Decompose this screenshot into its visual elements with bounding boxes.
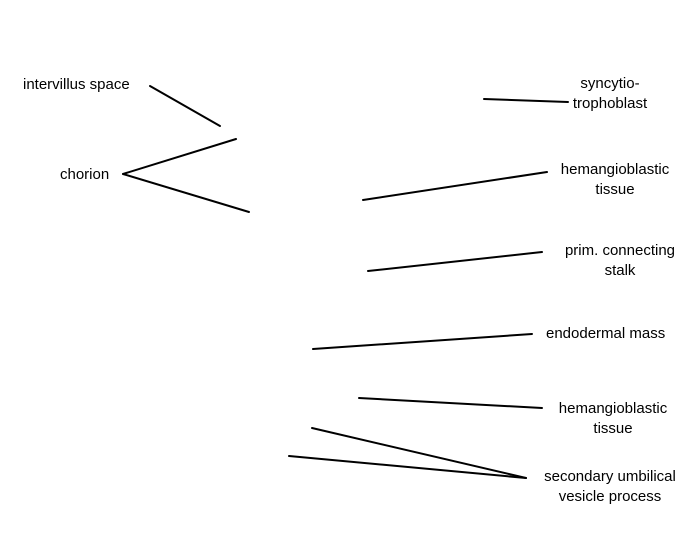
leader-line-intervillus-space [149,85,221,127]
leader-line-hemangioblastic-lower [358,397,543,409]
label-hemangioblastic-tissue-upper: hemangioblastic tissue [550,160,680,200]
label-chorion: chorion [60,166,110,183]
leader-line-chorion-lower [122,173,250,213]
leader-line-hemangioblastic-upper [362,171,548,201]
leader-line-chorion-upper [122,138,237,175]
label-hemangioblastic-tissue-lower: hemangioblastic tissue [548,399,678,439]
label-syncytiotrophoblast: syncytio- trophoblast [570,74,650,114]
leader-line-prim-connecting-stalk [367,251,543,272]
label-prim-connecting-stalk-line-2: stalk [604,262,636,279]
label-secondary-umbilical-line-2: vesicle process [558,488,662,505]
label-hemangioblastic-lower-line-2: tissue [593,420,633,437]
label-endodermal-mass: endodermal mass [546,325,666,342]
label-secondary-umbilical-vesicle-process: secondary umbilical vesicle process [530,467,690,507]
leader-line-endodermal-mass [312,333,533,350]
label-hemangioblastic-upper-line-2: tissue [595,181,635,198]
label-hemangioblastic-upper-line-1: hemangioblastic [560,161,670,178]
leader-line-secondary-umbilical-lower [288,455,527,479]
leader-line-secondary-umbilical-upper [311,427,527,479]
label-intervillus-space: intervillus space [23,76,130,93]
label-prim-connecting-stalk-line-1: prim. connecting [564,242,676,259]
label-hemangioblastic-lower-line-1: hemangioblastic [558,400,668,417]
label-prim-connecting-stalk: prim. connecting stalk [553,241,687,281]
label-syncytiotrophoblast-line-1: syncytio- [580,75,640,92]
label-syncytiotrophoblast-line-2: trophoblast [572,95,648,112]
label-secondary-umbilical-line-1: secondary umbilical [544,468,676,485]
leader-line-syncytiotrophoblast [483,98,569,103]
